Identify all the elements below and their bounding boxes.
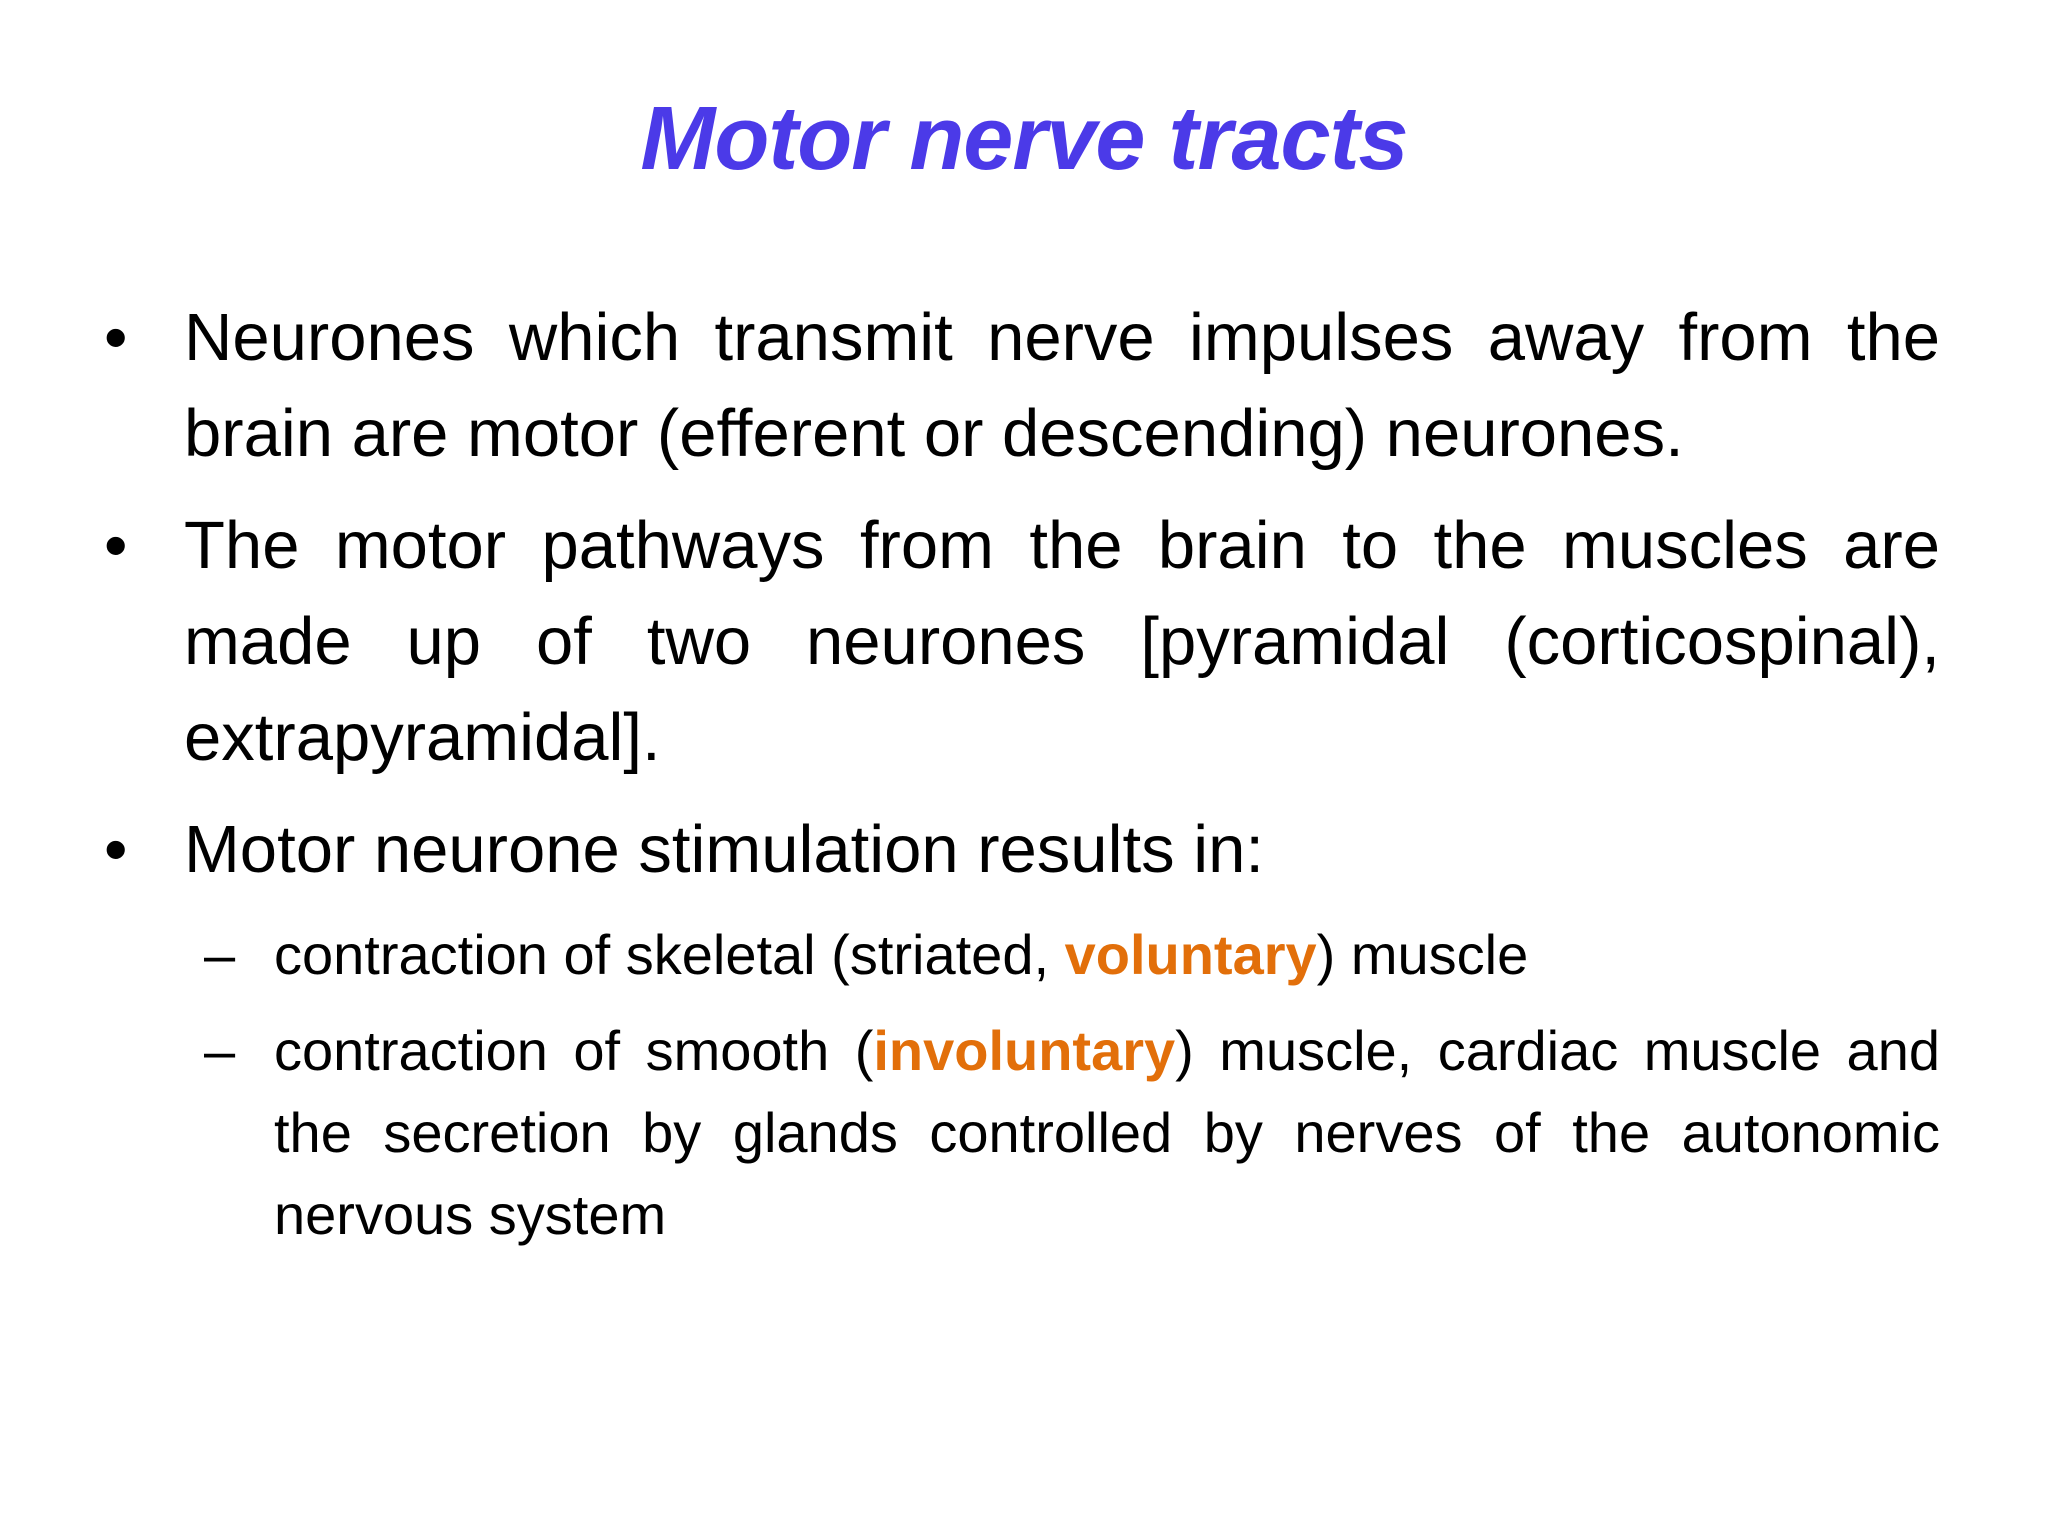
- bullet-item: • The motor pathways from the brain to t…: [100, 498, 1940, 786]
- bullet-text: Motor neurone stimulation results in:: [184, 812, 1264, 887]
- highlight-involuntary: involuntary: [873, 1019, 1176, 1082]
- slide-title: Motor nerve tracts: [640, 89, 1408, 189]
- bullet-icon: •: [104, 508, 128, 583]
- sub-bullet-text: ) muscle, cardiac muscle and the secreti…: [274, 1019, 1940, 1246]
- bullet-icon: •: [104, 300, 128, 375]
- highlight-voluntary: voluntary: [1064, 923, 1317, 986]
- dash-icon: –: [204, 1019, 236, 1082]
- sub-bullet-text: ) muscle: [1316, 923, 1529, 986]
- bullet-item: • Motor neurone stimulation results in:: [100, 802, 1940, 898]
- bullet-item: • Neurones which transmit nerve impulses…: [100, 290, 1940, 482]
- sub-bullet-item: – contraction of skeletal (striated, vol…: [100, 914, 1940, 996]
- bullet-list: • Neurones which transmit nerve impulses…: [100, 290, 1940, 1270]
- sub-bullet-item: – contraction of smooth (involuntary) mu…: [100, 1010, 1940, 1256]
- bullet-text: Neurones which transmit nerve impulses a…: [184, 300, 1940, 471]
- sub-bullet-text: contraction of smooth (: [274, 1019, 874, 1082]
- bullet-icon: •: [104, 812, 128, 887]
- dash-icon: –: [204, 923, 236, 986]
- bullet-text: The motor pathways from the brain to the…: [184, 508, 1940, 775]
- sub-bullet-text: contraction of skeletal (striated,: [274, 923, 1065, 986]
